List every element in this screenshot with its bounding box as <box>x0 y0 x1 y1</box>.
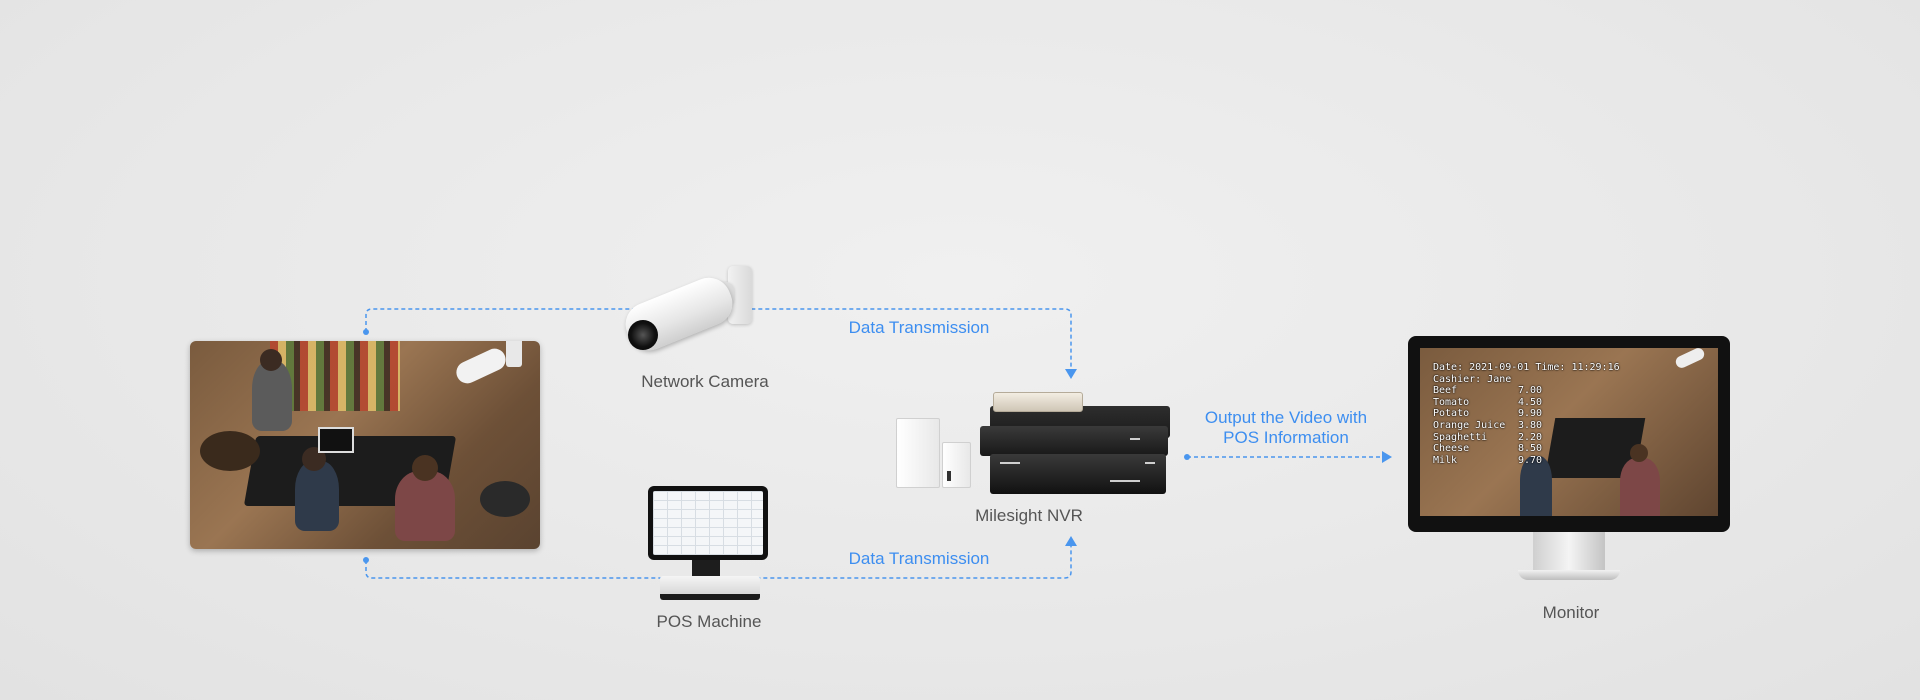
data-transmission-top-label: Data Transmission <box>848 318 990 337</box>
osd-item-price: 7.00 <box>1518 385 1543 397</box>
arrow-up-icon <box>1065 536 1077 546</box>
pos-stand <box>692 560 720 578</box>
monitor-screen: Date: 2021-09-01 Time: 11:29:16 Cashier:… <box>1420 348 1718 516</box>
person-body <box>395 471 455 541</box>
nvr-accessory-small <box>942 442 971 488</box>
osd-item-row: Tomato 4.50 <box>1433 397 1620 409</box>
nvr-unit-front <box>990 454 1166 494</box>
nvr-unit-middle <box>980 426 1168 456</box>
osd-item-price: 2.20 <box>1518 431 1543 443</box>
camera-small <box>452 345 510 387</box>
store-table <box>480 481 530 517</box>
pos-base <box>660 576 760 600</box>
output-video-label: Output the Video with POS Information <box>1205 408 1367 448</box>
osd-date: Date: 2021-09-01 <box>1433 362 1530 373</box>
monitor: Date: 2021-09-01 Time: 11:29:16 Cashier:… <box>1408 336 1730 532</box>
osd-item-row: Potato 9.90 <box>1433 408 1620 420</box>
osd-item-row: Milk 9.70 <box>1433 455 1620 467</box>
monitor-label: Monitor <box>1542 603 1600 622</box>
arrow-down-icon <box>1065 369 1077 379</box>
osd-item-price: 4.50 <box>1518 396 1543 408</box>
camera-lens <box>628 320 658 350</box>
person-body <box>295 461 339 531</box>
nvr-unit-mini <box>993 392 1083 412</box>
pos-machine-label: POS Machine <box>656 612 762 631</box>
data-transmission-bottom-label: Data Transmission <box>848 549 990 568</box>
osd-item-name: Tomato <box>1433 396 1470 408</box>
monitor-foot <box>1518 570 1620 580</box>
network-camera-label: Network Camera <box>641 372 769 391</box>
osd-item-name: Milk <box>1433 454 1458 466</box>
osd-item-name: Orange Juice <box>1433 419 1506 431</box>
nvr-label: Milesight NVR <box>975 506 1083 525</box>
osd-item-row: Cheese 8.50 <box>1433 443 1620 455</box>
osd-item-price: 3.80 <box>1518 419 1543 431</box>
osd-item-name: Beef <box>1433 385 1458 397</box>
osd-item-price: 9.90 <box>1518 408 1543 420</box>
osd-item-price: 8.50 <box>1518 443 1543 455</box>
store-table <box>200 431 260 471</box>
osd-cashier: Cashier: Jane <box>1433 373 1512 385</box>
person-head <box>260 349 282 371</box>
output-label-line2: POS Information <box>1223 428 1349 447</box>
flow-dot-bottom <box>363 557 369 563</box>
osd-item-row: Spaghetti 2.20 <box>1433 432 1620 444</box>
osd-item-price: 9.70 <box>1518 454 1543 466</box>
store-photo <box>190 341 540 549</box>
pos-screen <box>648 486 768 560</box>
osd-time: Time: 11:29:16 <box>1535 362 1620 373</box>
person-head <box>412 455 438 481</box>
person-body <box>252 361 292 431</box>
arrow-right-icon <box>1382 451 1392 463</box>
pos-overlay: Date: 2021-09-01 Time: 11:29:16 Cashier:… <box>1433 362 1620 466</box>
osd-item-row: Beef 7.00 <box>1433 385 1620 397</box>
network-camera <box>619 262 770 362</box>
nvr-accessory-large <box>896 418 940 488</box>
flow-dot-output <box>1184 454 1190 460</box>
output-label-line1: Output the Video with <box>1204 408 1368 427</box>
osd-item-name: Potato <box>1433 408 1470 420</box>
flow-dot-top <box>363 329 369 335</box>
osd-item-name: Cheese <box>1433 443 1470 455</box>
pos-terminal-small <box>318 427 354 453</box>
monitor-stand <box>1533 532 1605 572</box>
osd-header-row: Date: 2021-09-01 Time: 11:29:16 <box>1433 362 1620 374</box>
camera-small-mount <box>506 341 522 367</box>
osd-item-row: Orange Juice 3.80 <box>1433 420 1620 432</box>
osd-item-name: Spaghetti <box>1433 431 1488 443</box>
